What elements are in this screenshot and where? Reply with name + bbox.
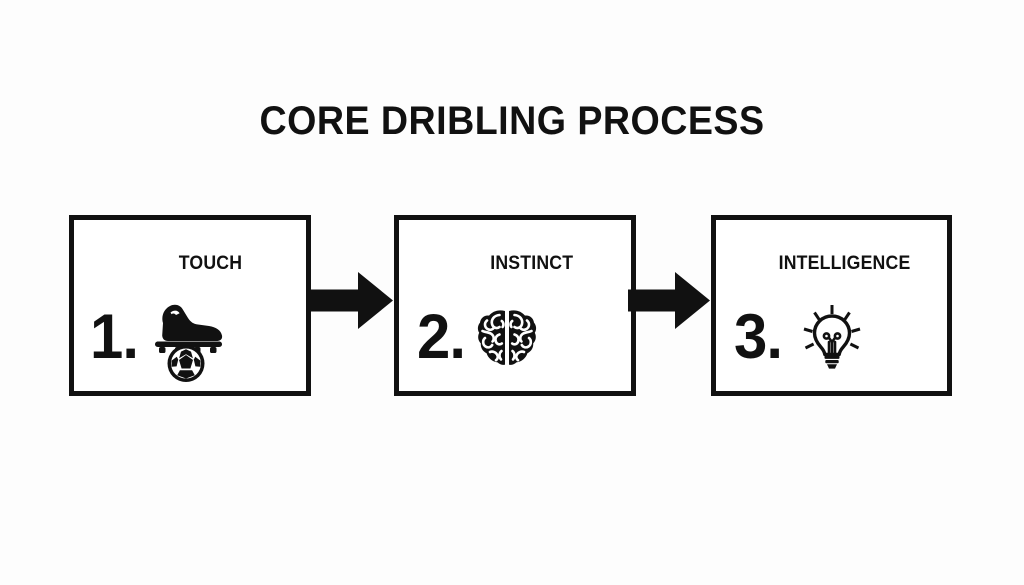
step-label-instinct: INSTINCT: [490, 253, 574, 274]
step-number-2: 2.: [417, 301, 466, 372]
arrow-right-icon-1: [311, 272, 393, 334]
step-number-3: 3.: [734, 301, 783, 372]
step-box-instinct[interactable]: INSTINCT 2.: [394, 215, 636, 396]
step-label-touch: TOUCH: [178, 253, 243, 274]
step-box-touch[interactable]: TOUCH 1.: [69, 215, 311, 396]
arrow-right-icon-2: [628, 272, 710, 334]
brain-icon: [476, 307, 538, 369]
soccer-boot-and-ball-icon: [147, 296, 225, 382]
step-body-touch: 1.: [74, 282, 306, 392]
step-label-intelligence: INTELLIGENCE: [778, 253, 911, 274]
step-box-intelligence[interactable]: INTELLIGENCE 3.: [711, 215, 952, 396]
step-body-intelligence: 3.: [716, 282, 947, 392]
step-body-instinct: 2.: [399, 282, 631, 392]
step-number-1: 1.: [90, 301, 139, 372]
lightbulb-icon: [799, 304, 865, 370]
page-title: CORE DRIBLING PROCESS: [259, 99, 765, 143]
